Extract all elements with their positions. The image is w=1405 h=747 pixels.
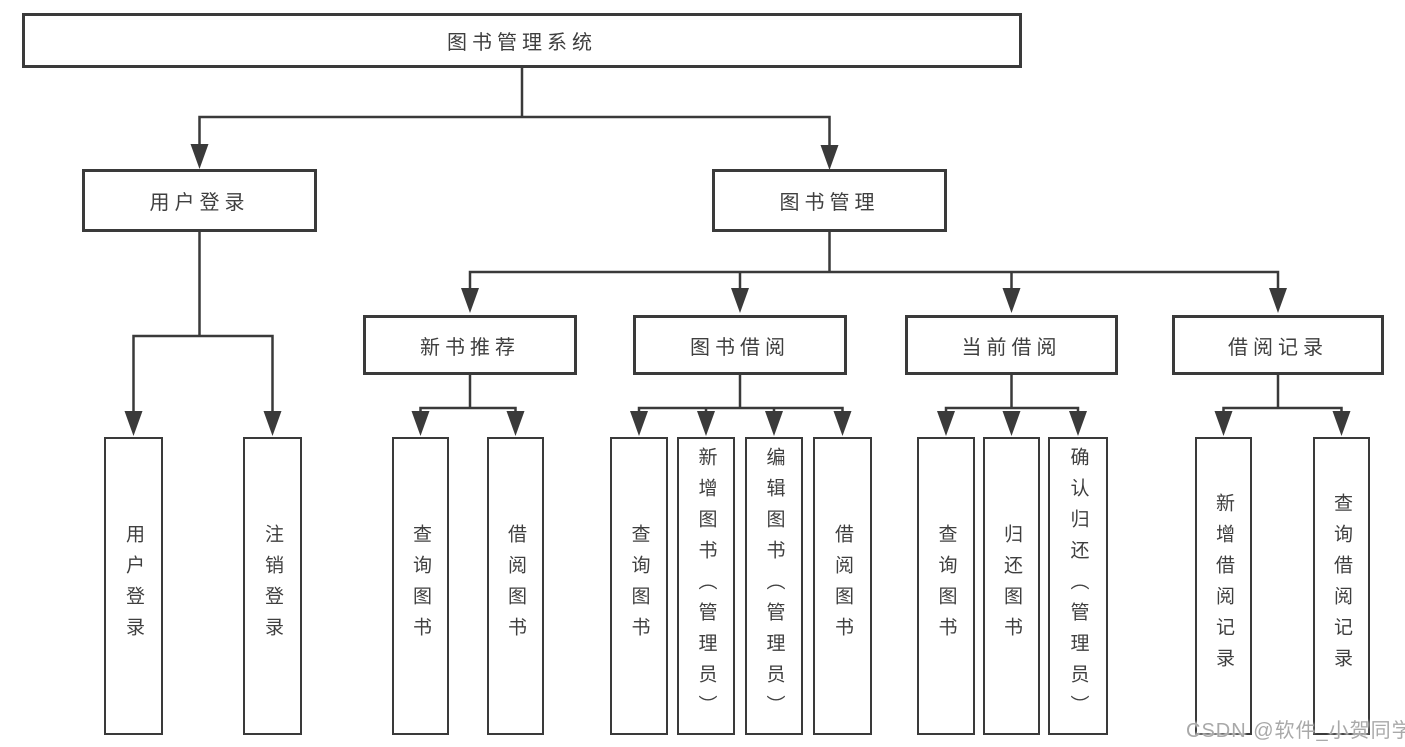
node-label: 新增借阅记录 [1213,493,1234,679]
node-label: 编辑图书（管理员） [763,446,785,726]
arrowhead-down-icons [124,144,1351,436]
node-label: 借阅图书 [505,524,526,648]
node-leaf-add-borrow-record: 新增借阅记录 [1195,437,1252,735]
node-label: 图书管理系统 [447,32,597,54]
node-section-current-borrow: 当前借阅 [905,315,1118,375]
node-label: 新增图书（管理员） [695,446,717,726]
node-leaf-logout: 注销登录 [243,437,302,735]
node-branch-user-login: 用户登录 [82,169,317,232]
node-leaf-query-borrow-record: 查询借阅记录 [1313,437,1370,735]
node-label: 注销登录 [262,524,283,648]
node-label: 新书推荐 [420,336,520,359]
node-leaf-user-login: 用户登录 [104,437,163,735]
csdn-watermark: CSDN @软件_小贺同学 [1186,720,1405,742]
node-leaf-query-books-2: 查询图书 [610,437,668,735]
node-leaf-return-books: 归还图书 [983,437,1040,735]
node-leaf-add-books-admin: 新增图书（管理员） [677,437,735,735]
node-label: 图书管理 [779,192,880,214]
node-label: 用户登录 [149,192,250,214]
node-label: 当前借阅 [961,336,1062,359]
node-label: 查询借阅记录 [1331,493,1352,679]
node-label: 查询图书 [628,524,650,648]
node-branch-book-management: 图书管理 [712,169,947,232]
node-label: 查询图书 [935,524,957,648]
node-label: 借阅记录 [1228,336,1328,359]
node-label: 图书借阅 [690,336,790,359]
node-section-book-borrow: 图书借阅 [633,315,847,375]
node-label: 用户登录 [123,524,144,648]
node-leaf-edit-books-admin: 编辑图书（管理员） [745,437,803,735]
node-label: 借阅图书 [832,524,853,648]
node-section-borrow-records: 借阅记录 [1172,315,1384,375]
node-leaf-borrow-books-1: 借阅图书 [487,437,544,735]
node-leaf-query-books-1: 查询图书 [392,437,449,735]
node-leaf-query-books-3: 查询图书 [917,437,975,735]
node-label: 查询图书 [410,524,431,648]
node-leaf-borrow-books-2: 借阅图书 [813,437,872,735]
node-leaf-confirm-return-admin: 确认归还（管理员） [1048,437,1108,735]
node-section-new-book-recommend: 新书推荐 [363,315,577,375]
node-root-system: 图书管理系统 [22,13,1022,68]
node-label: 归还图书 [1001,524,1022,648]
node-label: 确认归还（管理员） [1067,446,1089,726]
